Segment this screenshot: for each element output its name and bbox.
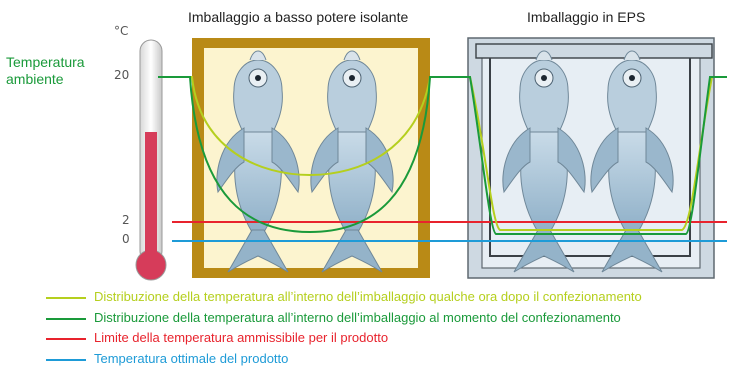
legend-swatch: [46, 318, 86, 320]
low-insulation-title: Imballaggio a basso potere isolante: [188, 9, 409, 25]
ambient-temperature-label: Temperatura ambiente: [6, 54, 85, 88]
thermometer: [135, 39, 167, 281]
legend-swatch: [46, 359, 86, 361]
tick-2: 2: [122, 213, 130, 227]
curve-at-packing: [158, 76, 727, 235]
legend-label: Temperatura ottimale del prodotto: [94, 351, 289, 366]
tick-20: 20: [114, 68, 130, 82]
legend-label: Limite della temperatura ammissibile per…: [94, 330, 389, 345]
legend-swatch: [46, 297, 86, 299]
legend-swatch: [46, 338, 86, 340]
unit-label: °C: [114, 24, 129, 38]
eps-title: Imballaggio in EPS: [527, 9, 646, 25]
ambient-label-line-2: ambiente: [6, 71, 64, 87]
tick-0: 0: [122, 232, 130, 246]
legend-label: Distribuzione della temperatura all’inte…: [94, 310, 621, 325]
ambient-label-line-1: Temperatura: [6, 54, 85, 70]
eps-box: [467, 37, 715, 279]
legend-label: Distribuzione della temperatura all’inte…: [94, 289, 642, 304]
